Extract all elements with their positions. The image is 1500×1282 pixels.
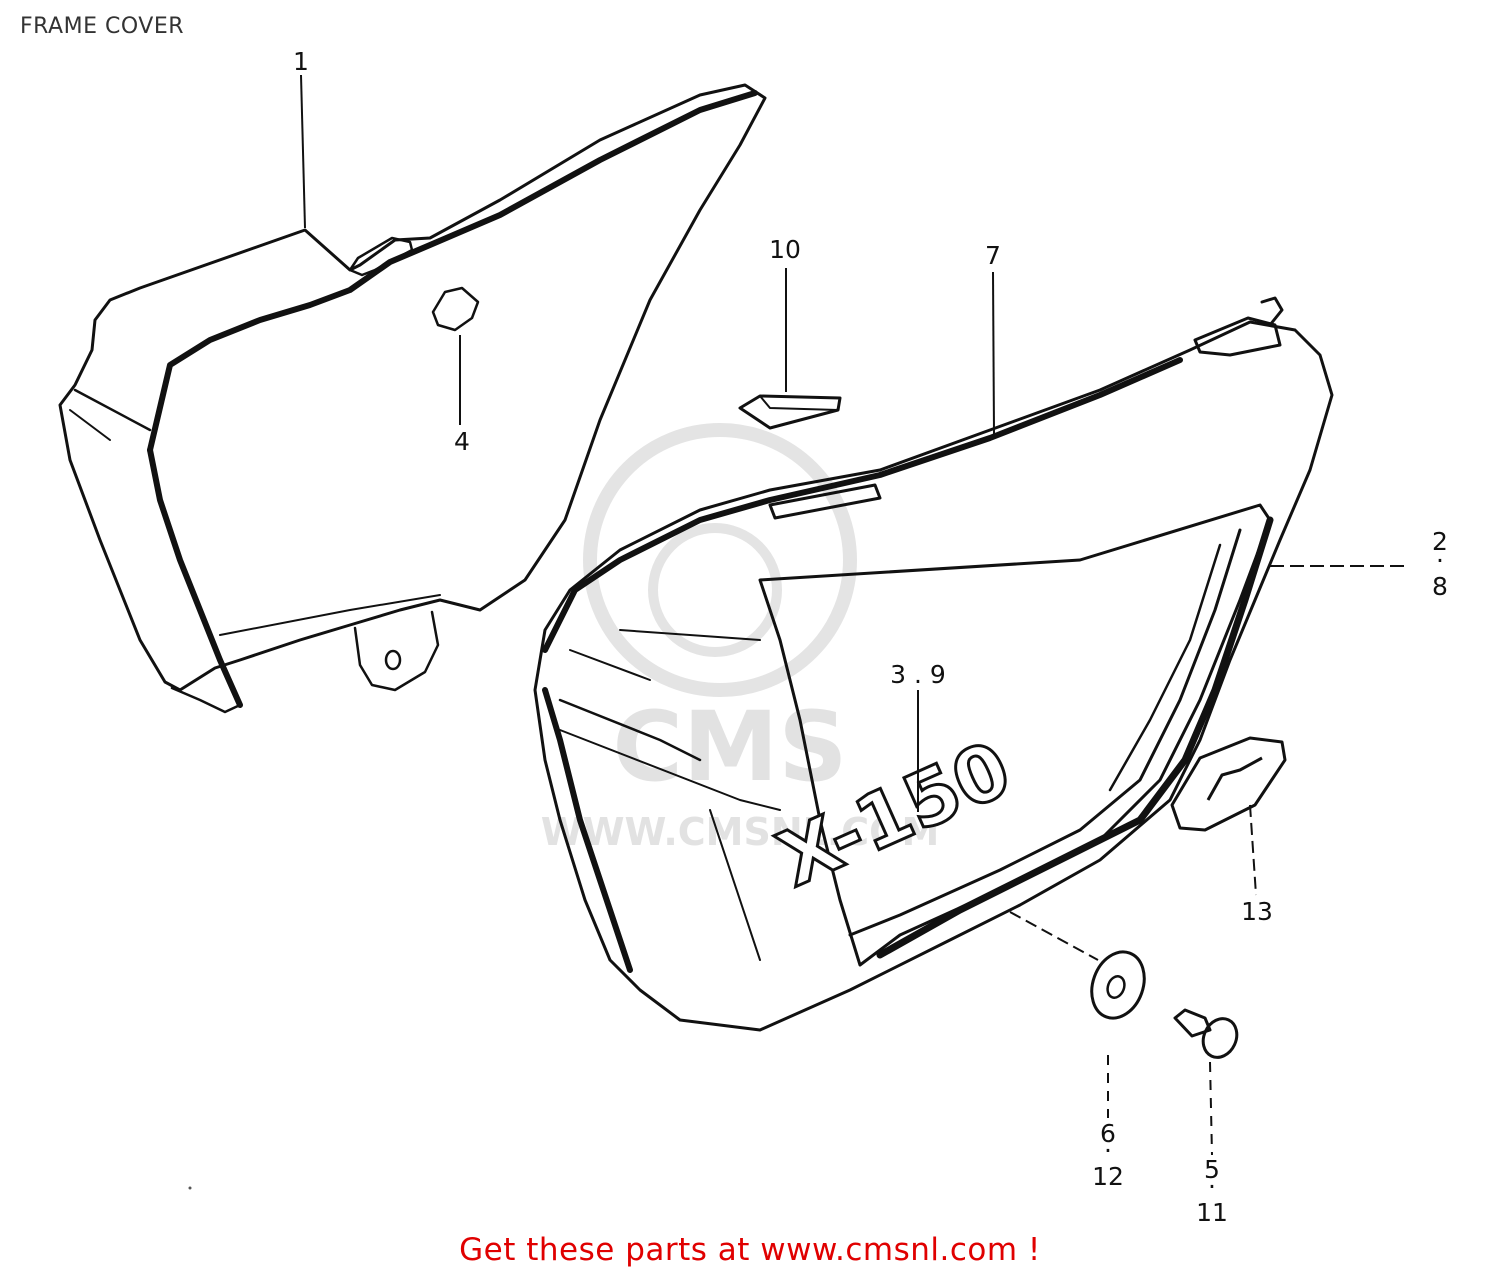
left-frame-cover [58, 83, 767, 714]
page-title: FRAME COVER [20, 14, 185, 39]
callout-6-12: 6·12 [1092, 1119, 1124, 1191]
callout-4: 4 [454, 427, 470, 456]
leader-13 [1249, 804, 1257, 896]
leader-lines [300, 74, 1410, 1156]
leader-5 [1209, 1061, 1213, 1156]
callout-2-8: 2·8 [1432, 527, 1448, 601]
stray-mark [188, 1186, 192, 1190]
watermark-url: WWW.CMSNL.COM [541, 810, 940, 854]
right-frame-cover [533, 296, 1334, 1032]
callout-1: 1 [293, 47, 309, 76]
leader-6-washer [1009, 911, 1099, 961]
leader-7 [992, 271, 995, 435]
rubber-cushion-10 [738, 394, 842, 430]
callout-5-11: 5·11 [1196, 1155, 1228, 1227]
callout-7: 7 [985, 241, 1001, 270]
callout-3-9: 3 . 9 [890, 660, 946, 689]
washer-6 [1090, 950, 1146, 1020]
screw-5 [1173, 1008, 1239, 1059]
badge-13 [1170, 736, 1287, 832]
watermark-brand: CMS [612, 691, 847, 803]
promo-link[interactable]: Get these parts at www.cmsnl.com ! [459, 1232, 1041, 1268]
callout-10: 10 [769, 235, 801, 264]
callouts: 1 4 10 7 2·8 3 . 9 13 6·12 5·11 [293, 47, 1448, 1227]
leader-1 [300, 74, 306, 229]
watermark: CMS WWW.CMSNL.COM [541, 423, 940, 854]
callout-13: 13 [1241, 897, 1273, 926]
